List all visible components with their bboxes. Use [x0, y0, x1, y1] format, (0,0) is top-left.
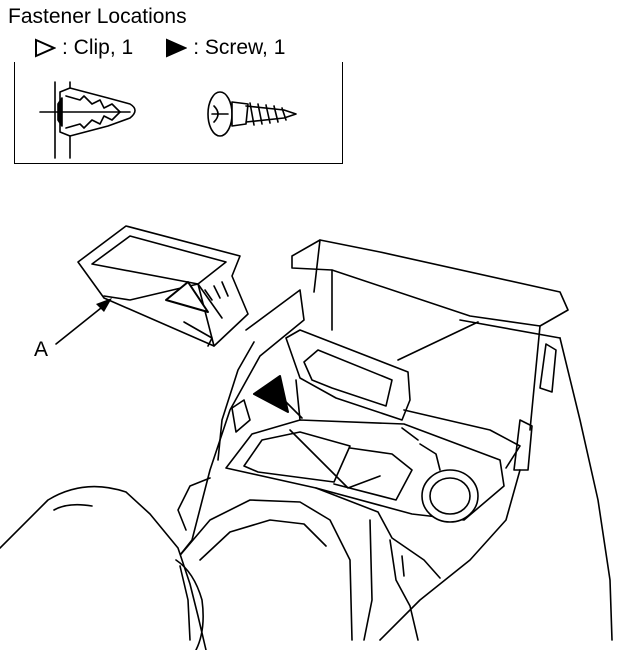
legend-screw: : Screw, 1: [165, 36, 285, 60]
fastener-legend: : Clip, 1 : Screw, 1: [34, 34, 317, 62]
legend-clip-label: : Clip, 1: [62, 36, 134, 59]
callout-a-label: A: [34, 338, 49, 361]
hollow-triangle-icon: [35, 38, 56, 58]
callout-a-leader: [55, 298, 112, 345]
legend-clip: : Clip, 1: [34, 36, 133, 60]
screw-illustration: [207, 91, 297, 137]
legend-screw-label: : Screw, 1: [193, 36, 286, 59]
legend-box: [14, 62, 343, 164]
clip-location-marker: [165, 281, 209, 313]
clip-illustration: [39, 81, 136, 159]
part-a-cover: [77, 225, 249, 347]
screw-location-marker: [253, 375, 289, 413]
gloved-hand: [0, 485, 207, 650]
console-body: [175, 239, 613, 641]
diagram-title: Fastener Locations: [8, 5, 187, 28]
solid-triangle-icon: [166, 38, 188, 58]
